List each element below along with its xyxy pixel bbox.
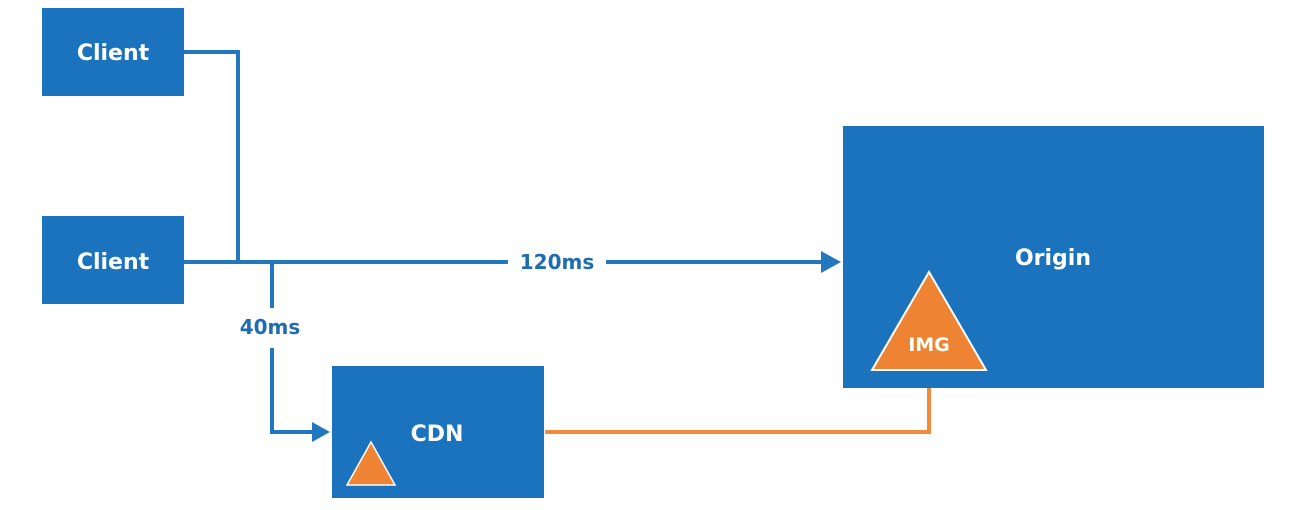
cdn-origin-fetch-line (545, 368, 931, 434)
client-top-node: Client (42, 8, 184, 96)
client-bottom-box (42, 216, 184, 304)
client-top-label: Client (77, 41, 150, 66)
cdn-latency-label: 40ms (240, 315, 301, 339)
cdn-node: CDN (332, 366, 544, 498)
cached-image-triangle (345, 440, 397, 486)
origin-label: Origin (1015, 246, 1091, 271)
cdn-arrowhead (312, 422, 330, 442)
client-top-box (42, 8, 184, 96)
connectors (184, 50, 931, 442)
client-top-connector (184, 50, 240, 262)
origin-node: Origin IMG (843, 126, 1264, 388)
image-asset-triangle (870, 270, 988, 371)
cdn-branch-lower (270, 348, 316, 434)
client-bottom-node: Client (42, 216, 184, 304)
origin-arrowhead (821, 251, 841, 273)
client-bottom-label: Client (77, 250, 150, 275)
image-asset-label: IMG (908, 334, 950, 356)
origin-latency-label: 120ms (520, 250, 595, 274)
cdn-label: CDN (411, 422, 464, 447)
